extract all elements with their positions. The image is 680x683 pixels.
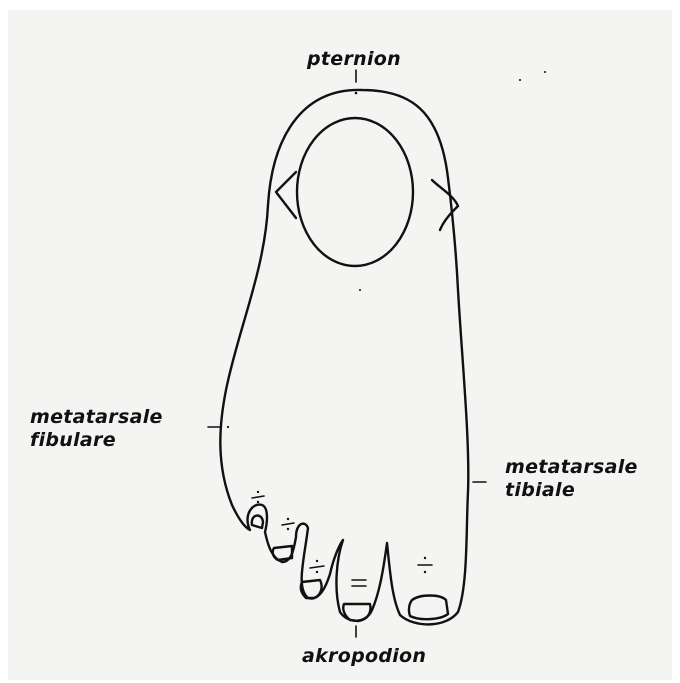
pternion-point [355, 92, 358, 95]
toe-1-crease [252, 496, 264, 498]
foot-outline [220, 90, 468, 624]
toe-5-dot-top [424, 557, 426, 559]
label-metatarsale-fibulare: metatarsale fibulare [30, 406, 163, 452]
toe-3-crease [310, 566, 324, 568]
label-akropodion: akropodion [302, 645, 426, 668]
toenail-1 [252, 516, 263, 528]
toe-1-dot-top [257, 491, 259, 493]
toe-2-crease [282, 523, 294, 525]
toe-2-dot-bottom [287, 528, 289, 530]
toe-1-dot-bottom [257, 501, 259, 503]
heel-inner-oval [297, 118, 413, 266]
metatarsale-fibulare-point [227, 426, 229, 428]
speck-3 [544, 71, 546, 73]
label-metatarsale-tibiale: metatarsale tibiale [505, 456, 638, 502]
label-metatarsale-fibulare-line2: fibulare [30, 429, 163, 452]
toe-3-dot-bottom [316, 571, 318, 573]
speck-1 [359, 289, 361, 291]
toenail-5 [409, 596, 448, 620]
left-malleolus-mark [276, 172, 296, 218]
label-metatarsale-tibiale-line2: tibiale [505, 479, 638, 502]
label-pternion: pternion [307, 48, 401, 71]
toenail-4 [343, 604, 370, 621]
label-metatarsale-fibulare-line1: metatarsale [30, 406, 163, 429]
toenail-2 [273, 546, 292, 560]
toe-3-dot-top [316, 560, 318, 562]
toe-5-dot-bottom [424, 571, 426, 573]
speck-2 [519, 79, 521, 81]
label-metatarsale-tibiale-line1: metatarsale [505, 456, 638, 479]
toe-2-dot-top [287, 518, 289, 520]
